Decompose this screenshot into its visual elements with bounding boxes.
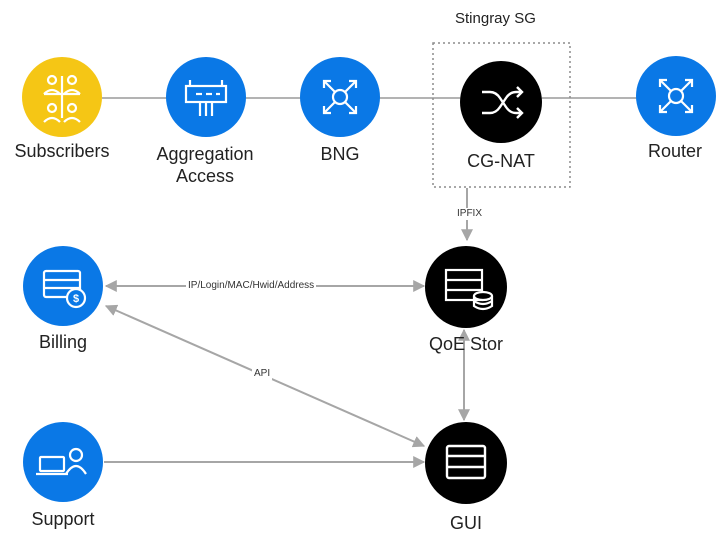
router-arrows-icon [322,79,358,115]
node-billing[interactable]: $ [23,246,103,326]
shuffle-icon [482,86,524,119]
node-router[interactable] [636,56,716,136]
gui-icon [445,444,487,480]
label-aggregation: Aggregation Access [156,144,254,186]
switch-panel-icon [184,80,228,116]
label-bng: BNG [320,144,360,164]
storage-icon [444,268,494,311]
edge-label-billing-qoe: IP/Login/MAC/Hwid/Address [186,280,317,292]
edge-label-ipfix: IPFIX [455,208,485,220]
node-subscribers[interactable] [22,57,102,137]
support-icon [36,447,87,476]
stingray-sg-group [432,42,571,188]
node-aggregation-access[interactable] [166,57,246,137]
router-arrows-icon [658,78,694,114]
label-gui: GUI [449,513,482,533]
node-cgnat[interactable] [460,61,542,143]
node-qoestor[interactable] [425,246,507,328]
label-cgnat: CG-NAT [467,151,535,171]
node-bng[interactable] [300,57,380,137]
svg-text:$: $ [73,293,79,305]
people-network-icon [43,74,81,123]
label-qoestor: QoE Stor [428,334,504,354]
label-subscribers: Subscribers [14,141,110,161]
label-support: Support [31,509,95,529]
billing-icon: $ [42,269,87,309]
label-router: Router [647,141,703,161]
edge-label-api: API [252,368,273,380]
node-gui[interactable] [425,422,507,504]
node-support[interactable] [23,422,103,502]
label-billing: Billing [38,332,88,352]
stingray-sg-title: Stingray SG [455,10,536,27]
